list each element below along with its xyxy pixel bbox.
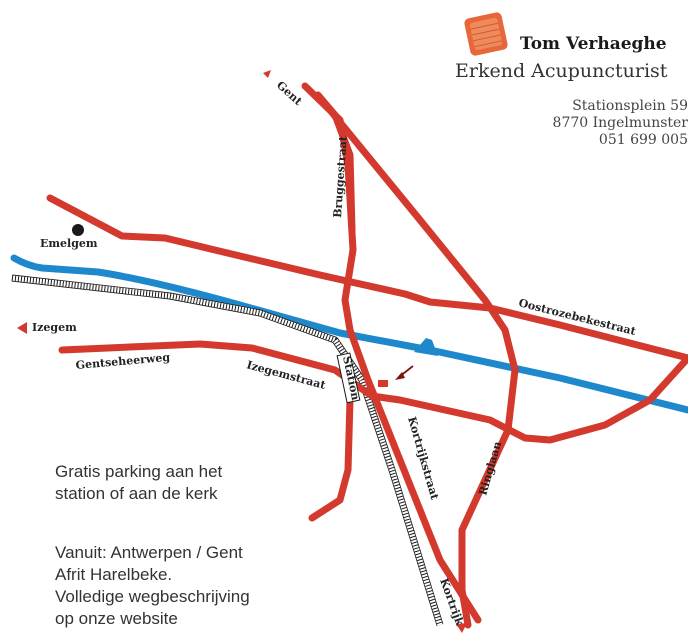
station-building [378,380,388,387]
railway [11,274,444,627]
route-line-4: op onze website [55,609,178,628]
logo-icon [464,12,508,56]
road-izegemstraat-stub [308,396,354,522]
business-title: Erkend Acupuncturist [455,60,668,82]
gent-direction-arrow [263,70,271,78]
road-oostrozebeke [46,194,688,362]
parking-note: Gratis parking aan het station of aan de… [55,461,222,505]
river [10,254,688,414]
gent-label: Gent [274,79,305,109]
phone-number: 051 699 005 [598,132,688,148]
road-ringlaan [368,354,688,444]
parking-line-2: station of aan de kerk [55,484,218,503]
river-inlet [414,338,438,356]
road-gentseheerweg [58,340,376,400]
address-street: Stationsplein 59 [572,98,688,114]
business-name: Tom Verhaeghe [520,34,667,54]
bruggestraat-label: Bruggestraat [331,135,350,219]
route-line-1: Vanuit: Antwerpen / Gent [55,543,243,562]
route-note: Vanuit: Antwerpen / Gent Afrit Harelbeke… [55,542,250,630]
emelgem-dot [72,224,84,236]
gentseheerweg-label: Gentseheerweg [75,351,171,372]
izegem-direction-arrow [17,322,27,334]
address-city: 8770 Ingelmunster [552,115,688,131]
kortrijk-direction-arrow [456,623,467,633]
izegem-label: Izegem [32,321,77,334]
emelgem-label: Emelgem [40,237,98,250]
road-bruggestraat [314,91,356,234]
ringlaan-label: Ringlaan [476,440,504,497]
parking-line-1: Gratis parking aan het [55,462,223,481]
station-arrowhead [395,372,405,380]
road-diagonal [326,106,519,629]
business-address: Stationsplein 59 8770 Ingelmunster 051 6… [553,98,688,149]
route-line-2: Afrit Harelbeke. [55,565,173,584]
route-line-3: Volledige wegbeschrijving [55,587,250,606]
station-label-box [336,352,361,404]
